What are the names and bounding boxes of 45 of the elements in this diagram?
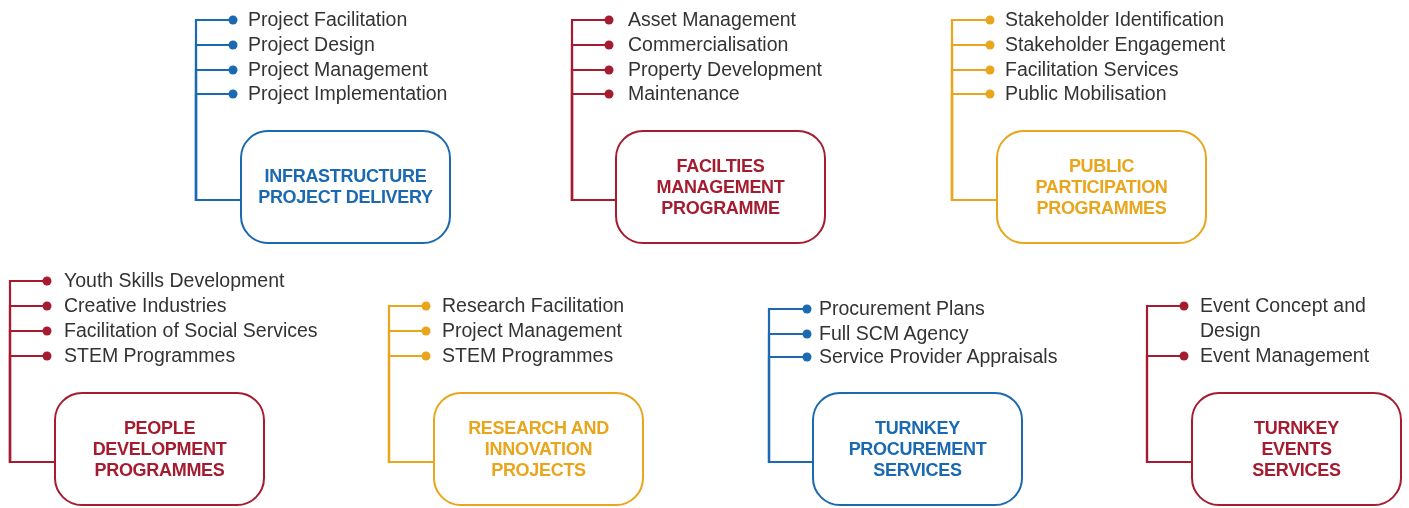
service-item-text: Creative Industries — [64, 293, 227, 318]
category-box — [240, 130, 451, 244]
connector-line — [194, 89, 241, 202]
category-title: PUBLIC PARTICIPATION PROGRAMMES — [1034, 155, 1169, 219]
service-item-text: Asset Management — [628, 7, 796, 32]
category-title: TURNKEY EVENTS SERVICES — [1251, 417, 1342, 481]
service-item-text: Property Development — [628, 57, 822, 82]
connector-line — [1145, 351, 1192, 464]
connector-line — [8, 351, 55, 464]
service-item-text: Project Management — [442, 318, 622, 343]
category-box — [812, 392, 1023, 506]
service-item-text: Research Facilitation — [442, 293, 625, 318]
connector-line — [950, 89, 997, 202]
connector-line — [570, 89, 616, 202]
category-title: RESEARCH AND INNOVATION PROJECTS — [467, 417, 610, 481]
service-item-text: Commercialisation — [628, 32, 789, 57]
service-item-text: STEM Programmes — [442, 343, 614, 368]
service-item-text: Maintenance — [628, 81, 740, 106]
category-box — [615, 130, 826, 244]
category-box — [433, 392, 644, 506]
connector-line — [767, 352, 813, 464]
service-item-text: Full SCM Agency — [819, 321, 969, 346]
category-box — [1191, 392, 1402, 506]
category-box — [996, 130, 1207, 244]
category-title: TURNKEY PROCUREMENT SERVICES — [847, 417, 988, 481]
service-item-text: Project Management — [248, 57, 428, 82]
service-item-text: Event Concept and Design — [1200, 293, 1395, 343]
category-box — [54, 392, 265, 506]
service-item-text: Public Mobilisation — [1005, 81, 1167, 106]
category-title: FACILTIES MANAGEMENT PROGRAMME — [655, 155, 786, 219]
service-item-text: Project Design — [248, 32, 375, 57]
service-item-text: Stakeholder Identification — [1005, 7, 1224, 32]
service-item-text: Facilitation of Social Services — [64, 318, 318, 343]
category-title: INFRASTRUCTURE PROJECT DELIVERY — [257, 166, 434, 208]
service-item-text: Facilitation Services — [1005, 57, 1179, 82]
service-item-text: Youth Skills Development — [64, 268, 285, 293]
service-item-text: Procurement Plans — [819, 296, 985, 321]
service-item-text: STEM Programmes — [64, 343, 236, 368]
service-item-text: Service Provider Appraisals — [819, 344, 1058, 369]
service-item-text: Stakeholder Engagement — [1005, 32, 1226, 57]
service-item-text: Event Management — [1200, 343, 1370, 368]
category-title: PEOPLE DEVELOPMENT PROGRAMMES — [91, 417, 228, 481]
connector-line — [387, 351, 434, 464]
service-item-text: Project Facilitation — [248, 7, 408, 32]
service-item-text: Project Implementation — [248, 81, 448, 106]
